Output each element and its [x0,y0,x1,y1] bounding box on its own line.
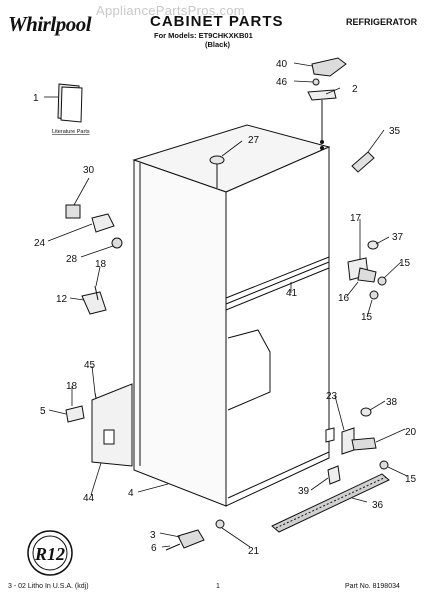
appliance-category: REFRIGERATOR [346,17,418,27]
leader-lines [44,62,408,548]
callout-18a: 18 [95,259,107,270]
callout-46: 46 [276,77,288,88]
callout-37: 37 [392,232,404,243]
inner-liner [227,329,271,411]
callout-3: 3 [150,530,156,541]
callout-20: 20 [405,427,417,438]
leveling-legs [165,519,225,551]
door-stop-parts [65,204,123,249]
callout-1: 1 [33,93,39,104]
cabinet-body [132,124,331,507]
callout-15b: 15 [361,312,373,323]
top-hinge [307,57,347,150]
r12-badge-text: R12 [34,544,65,564]
grille-clip [327,465,341,485]
callout-21: 21 [248,546,260,557]
callout-28: 28 [66,254,78,265]
page-title: CABINET PARTS [150,13,284,30]
literature-caption: Literature Parts [52,129,90,135]
callout-4: 4 [128,488,134,499]
callout-38: 38 [386,397,398,408]
watermark: AppliancePartsPros.com [96,3,245,18]
footer-part-number: Part No. 8198034 [345,583,400,590]
callout-12: 12 [56,294,68,305]
divider-rail [225,256,330,311]
header: Whirlpool AppliancePartsPros.com CABINET… [0,0,435,60]
color-note: (Black) [205,40,231,49]
callout-41: 41 [286,288,298,299]
lower-left-hinge [65,383,133,467]
callout-2: 2 [352,84,358,95]
callout-15c: 15 [405,474,417,485]
callout-24: 24 [34,238,46,249]
brand-logo: Whirlpool [8,12,92,36]
callout-27: 27 [248,135,260,146]
callout-17: 17 [350,213,362,224]
callout-18b: 18 [66,381,78,392]
callout-39: 39 [298,486,310,497]
callout-40: 40 [276,59,288,70]
callout-44: 44 [83,493,95,504]
callout-30: 30 [83,165,95,176]
callout-5: 5 [40,406,46,417]
callout-6: 6 [151,543,157,554]
callout-16: 16 [338,293,350,304]
callout-35: 35 [389,126,401,137]
center-hinge [347,240,387,300]
callout-labels: 1 2 3 4 5 6 12 15 15 15 16 17 18 18 20 2… [33,59,417,557]
callout-15a: 15 [399,258,411,269]
callout-23: 23 [326,391,338,402]
model-numbers: For Models: ET9CHKXKB01 [154,31,253,40]
callout-36: 36 [372,500,384,511]
top-clip [351,151,375,173]
literature-booklet [57,83,83,123]
footer-page-number: 1 [216,583,220,590]
callout-45: 45 [84,360,96,371]
left-bracket [81,285,107,315]
footer-printing-note: 3 - 02 Litho In U.S.A. (kdj) [8,583,89,590]
r12-badge [27,530,73,576]
cabinet-plug [209,155,225,188]
bottom-hinge [325,407,389,470]
toe-grille [271,473,390,533]
